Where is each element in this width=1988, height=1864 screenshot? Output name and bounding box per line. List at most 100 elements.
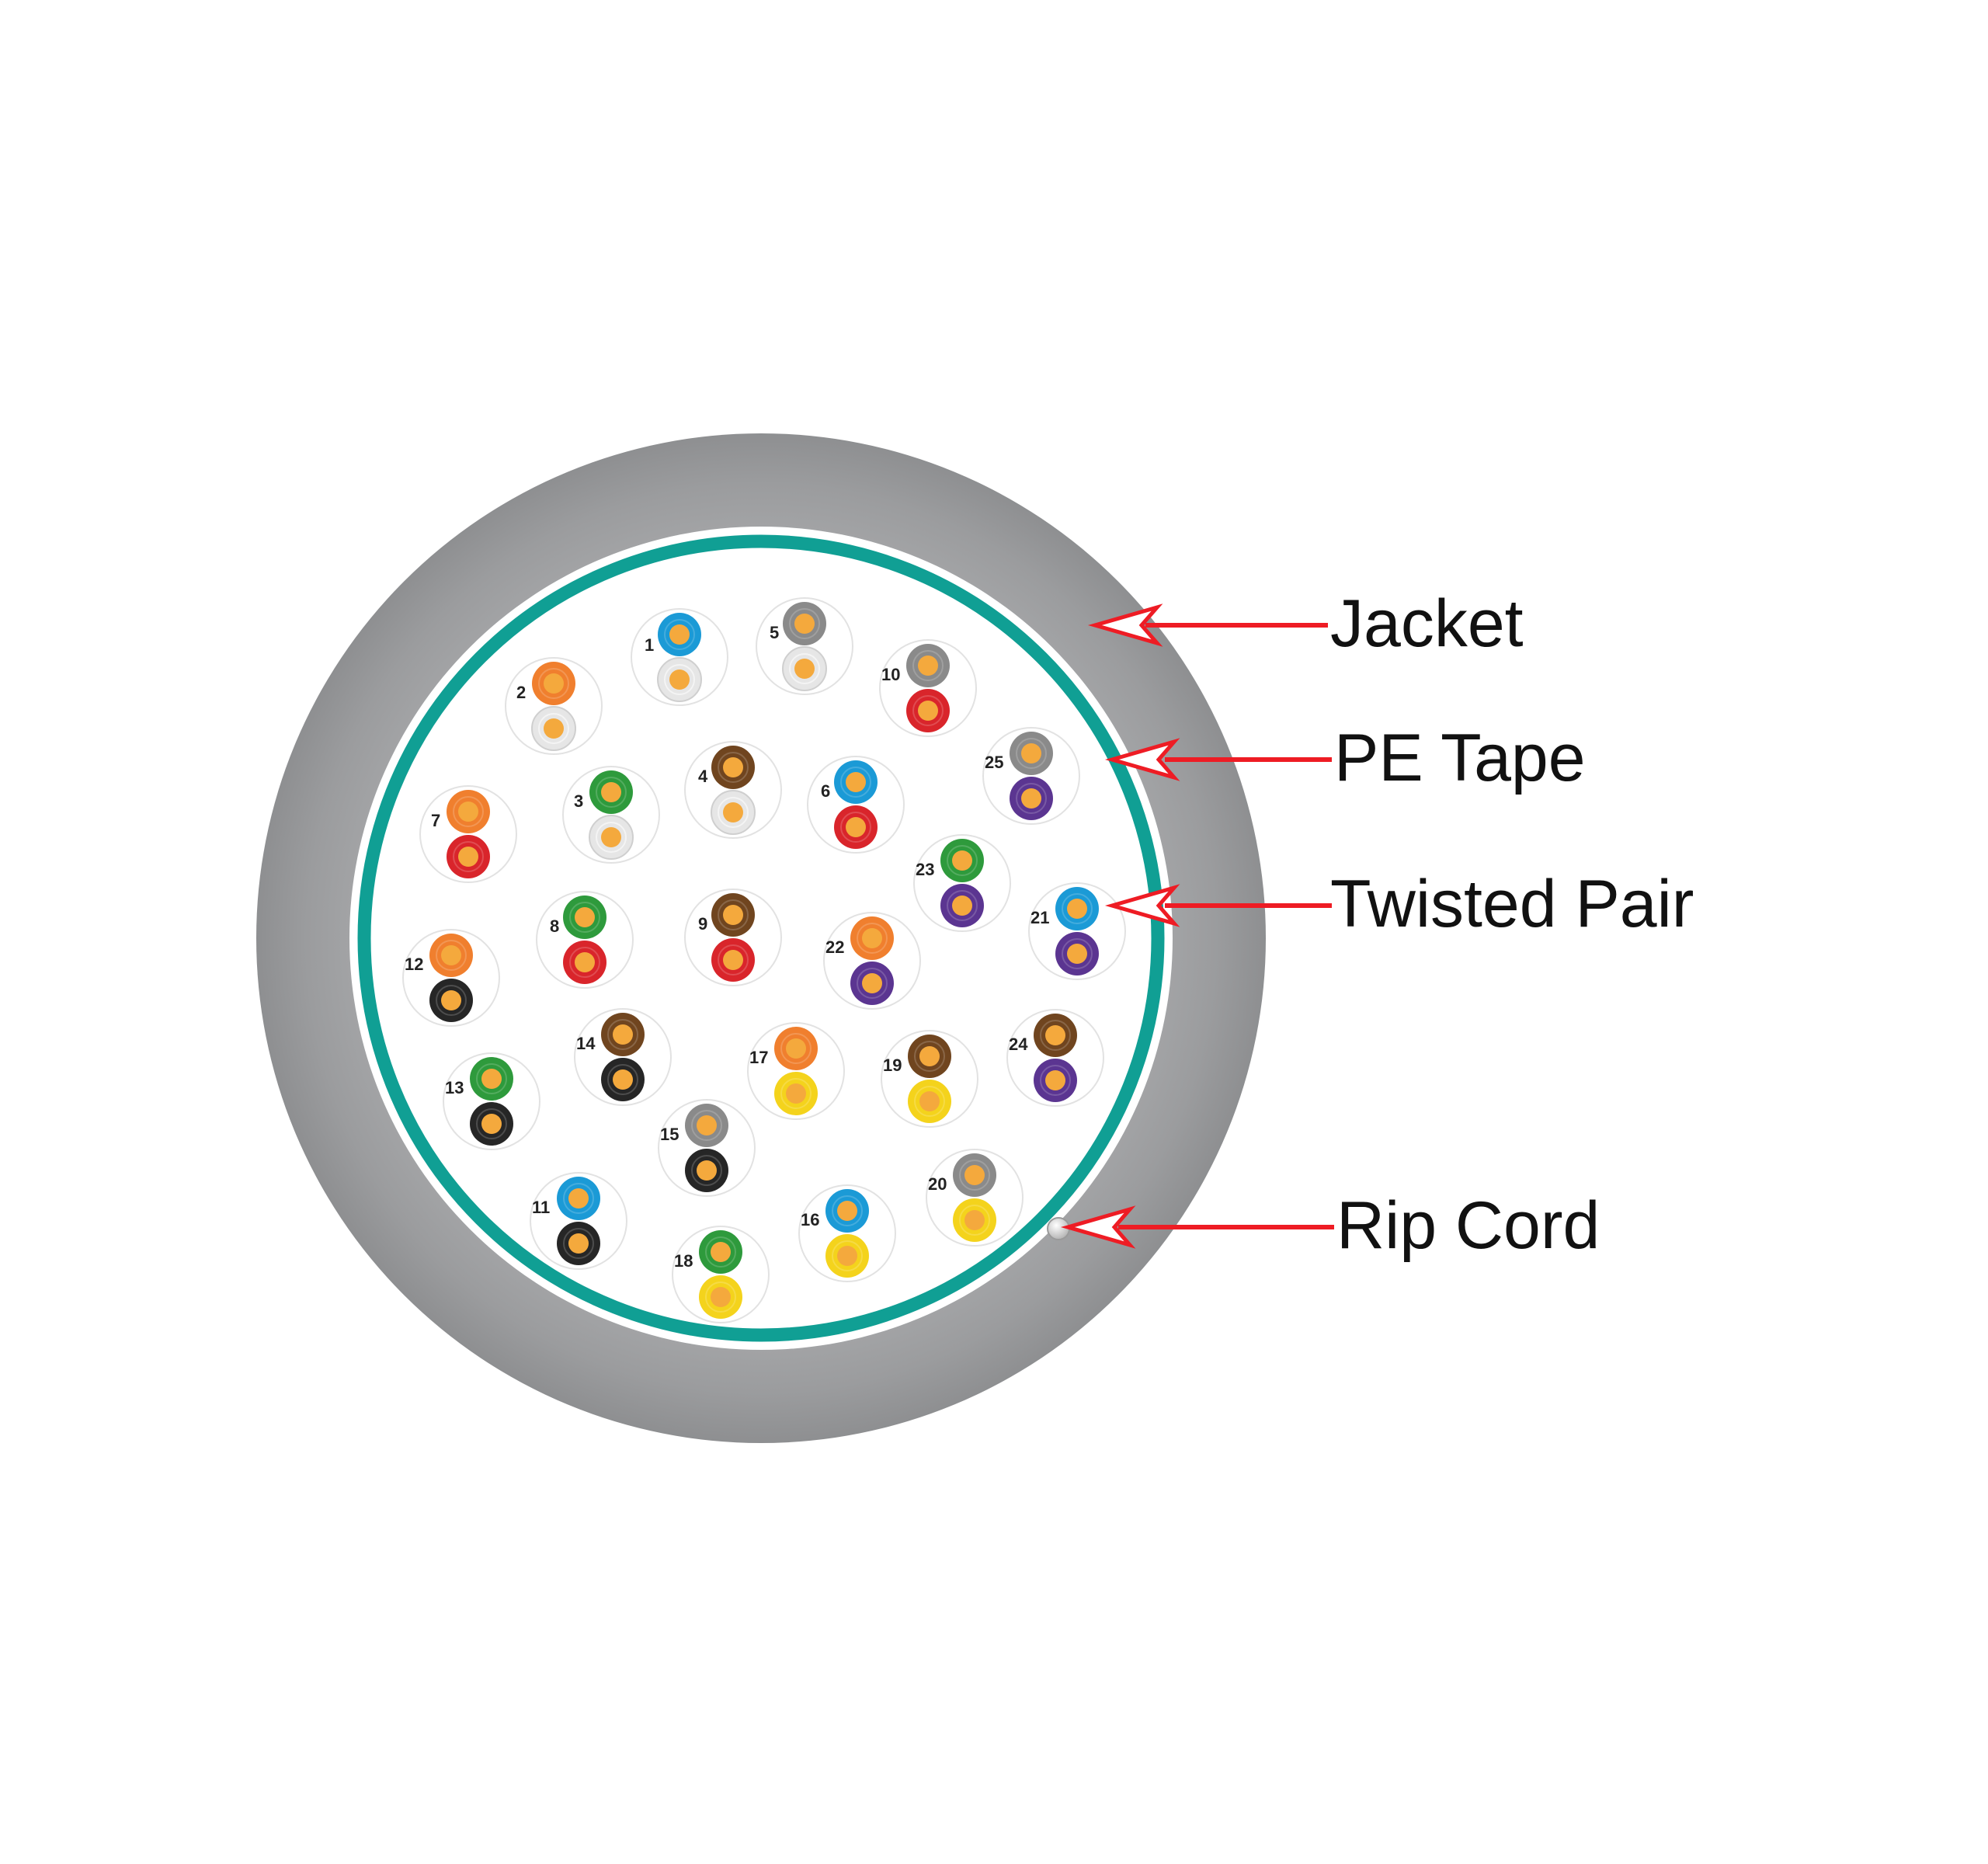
twisted-pair-2: 2	[505, 657, 603, 755]
twisted-pair-label: Twisted Pair	[1330, 867, 1694, 941]
pair-number-label: 15	[660, 1125, 679, 1144]
pair-number-label: 8	[550, 916, 559, 936]
pair-19-top-wire-highlight	[914, 1041, 945, 1072]
twisted-pair-12: 12	[402, 929, 500, 1027]
pair-21-top-wire-conductor	[1067, 899, 1087, 919]
pair-10-bottom-wire-highlight	[912, 695, 944, 726]
pair-number-label: 5	[770, 623, 779, 642]
pair-9-bottom-wire-conductor	[723, 950, 743, 970]
pair-14-bottom-wire-highlight	[607, 1064, 638, 1095]
pair-number-label: 20	[928, 1174, 947, 1194]
pair-24-bottom-wire-conductor	[1045, 1070, 1065, 1090]
pair-25-outline	[982, 727, 1080, 825]
pair-9-top-wire-conductor	[723, 905, 743, 925]
pair-15-top-wire-highlight	[691, 1110, 722, 1141]
pair-18-bottom-wire-highlight	[705, 1282, 736, 1313]
twisted-pair-14: 14	[574, 1008, 672, 1106]
pair-18-outline	[672, 1226, 770, 1323]
pair-12-top-wire-conductor	[441, 945, 461, 965]
pair-17-bottom-wire-conductor	[786, 1083, 806, 1104]
pair-22-bottom-wire-highlight	[857, 968, 888, 999]
pair-number-label: 2	[516, 683, 526, 702]
callout-twisted-pair: Twisted Pair	[1104, 867, 1694, 941]
pair-6-bottom-wire-highlight	[840, 812, 871, 843]
pair-3-bottom-wire-conductor	[601, 827, 621, 847]
twisted-pair-arrow-head	[1104, 884, 1180, 927]
pair-18-top-wire-conductor	[711, 1242, 731, 1262]
pair-11-top-wire-highlight	[563, 1183, 594, 1214]
pair-number-label: 25	[985, 753, 1003, 772]
pair-17-top-wire-highlight	[780, 1033, 812, 1064]
pair-7-top-wire-conductor	[458, 802, 478, 822]
pair-25-bottom-wire-highlight	[1016, 783, 1047, 814]
twisted-pair-25: 25	[982, 727, 1080, 825]
pair-3-bottom-wire-highlight	[596, 822, 627, 853]
rip-cord-label: Rip Cord	[1336, 1188, 1600, 1263]
pair-22-top-wire-highlight	[857, 923, 888, 954]
twisted-pair-11: 11	[530, 1172, 627, 1270]
pair-number-label: 12	[405, 955, 423, 974]
pair-23-top-wire-highlight	[947, 845, 978, 876]
pair-20-outline	[926, 1149, 1024, 1247]
callout-jacket: Jacket	[1087, 586, 1524, 661]
pair-16-outline	[798, 1184, 896, 1282]
pair-number-label: 10	[881, 665, 900, 684]
pair-20-top-wire-conductor	[964, 1165, 985, 1185]
pair-23-bottom-wire-highlight	[947, 890, 978, 921]
twisted-pair-23: 23	[913, 834, 1011, 932]
pair-1-top-wire-conductor	[669, 624, 690, 645]
pair-number-label: 19	[883, 1055, 902, 1075]
pair-21-top-wire-highlight	[1062, 893, 1093, 924]
pair-20-bottom-wire-conductor	[964, 1210, 985, 1230]
pair-24-top-wire-highlight	[1040, 1020, 1071, 1051]
twisted-pair-21: 21	[1028, 882, 1126, 980]
pair-15-bottom-wire-highlight	[691, 1155, 722, 1186]
twisted-pair-20: 20	[926, 1149, 1024, 1247]
twisted-pair-15: 15	[658, 1099, 756, 1197]
pair-5-bottom-wire-highlight	[789, 653, 820, 684]
pair-17-top-wire-conductor	[786, 1038, 806, 1059]
pair-1-top-wire-highlight	[664, 619, 695, 650]
pair-16-top-wire-conductor	[837, 1201, 857, 1221]
twisted-pair-5: 5	[756, 597, 853, 695]
pair-number-label: 21	[1030, 908, 1049, 927]
pair-23-outline	[913, 834, 1011, 932]
pair-7-top-wire-highlight	[453, 796, 484, 827]
pair-13-top-wire-highlight	[476, 1063, 507, 1094]
pair-15-top-wire-conductor	[697, 1115, 717, 1135]
pair-19-bottom-wire-highlight	[914, 1086, 945, 1117]
pair-number-label: 14	[576, 1034, 596, 1053]
pair-7-bottom-wire-conductor	[458, 847, 478, 867]
pair-4-bottom-wire-conductor	[723, 802, 743, 822]
pair-16-bottom-wire-conductor	[837, 1246, 857, 1266]
pair-6-top-wire-conductor	[846, 772, 866, 792]
pair-10-bottom-wire-conductor	[918, 701, 938, 721]
pair-number-label: 11	[532, 1198, 550, 1217]
pair-number-label: 23	[916, 860, 934, 879]
pair-14-top-wire-highlight	[607, 1019, 638, 1050]
twisted-pair-24: 24	[1006, 1009, 1104, 1107]
pair-5-bottom-wire-conductor	[794, 659, 815, 679]
pair-22-bottom-wire-conductor	[862, 973, 882, 993]
pair-11-outline	[530, 1172, 627, 1270]
pair-8-outline	[536, 891, 634, 989]
pair-5-top-wire-highlight	[789, 608, 820, 639]
pair-4-bottom-wire-highlight	[718, 797, 749, 828]
pair-23-bottom-wire-conductor	[952, 895, 972, 916]
pe-tape-arrow-head	[1104, 738, 1180, 781]
pair-1-bottom-wire-highlight	[664, 664, 695, 695]
pair-9-bottom-wire-highlight	[718, 944, 749, 975]
pair-2-bottom-wire-highlight	[538, 713, 569, 744]
pair-15-outline	[658, 1099, 756, 1197]
pair-3-top-wire-conductor	[601, 782, 621, 802]
pair-number-label: 6	[821, 781, 830, 801]
pair-24-bottom-wire-highlight	[1040, 1065, 1071, 1096]
twisted-pair-18: 18	[672, 1226, 770, 1323]
pair-12-outline	[402, 929, 500, 1027]
pair-19-outline	[881, 1030, 978, 1128]
twisted-pair-4: 4	[684, 741, 782, 839]
twisted-pair-9: 9	[684, 889, 782, 986]
pair-8-top-wire-conductor	[575, 907, 595, 927]
twisted-pair-3: 3	[562, 766, 660, 864]
pair-17-outline	[747, 1022, 845, 1120]
